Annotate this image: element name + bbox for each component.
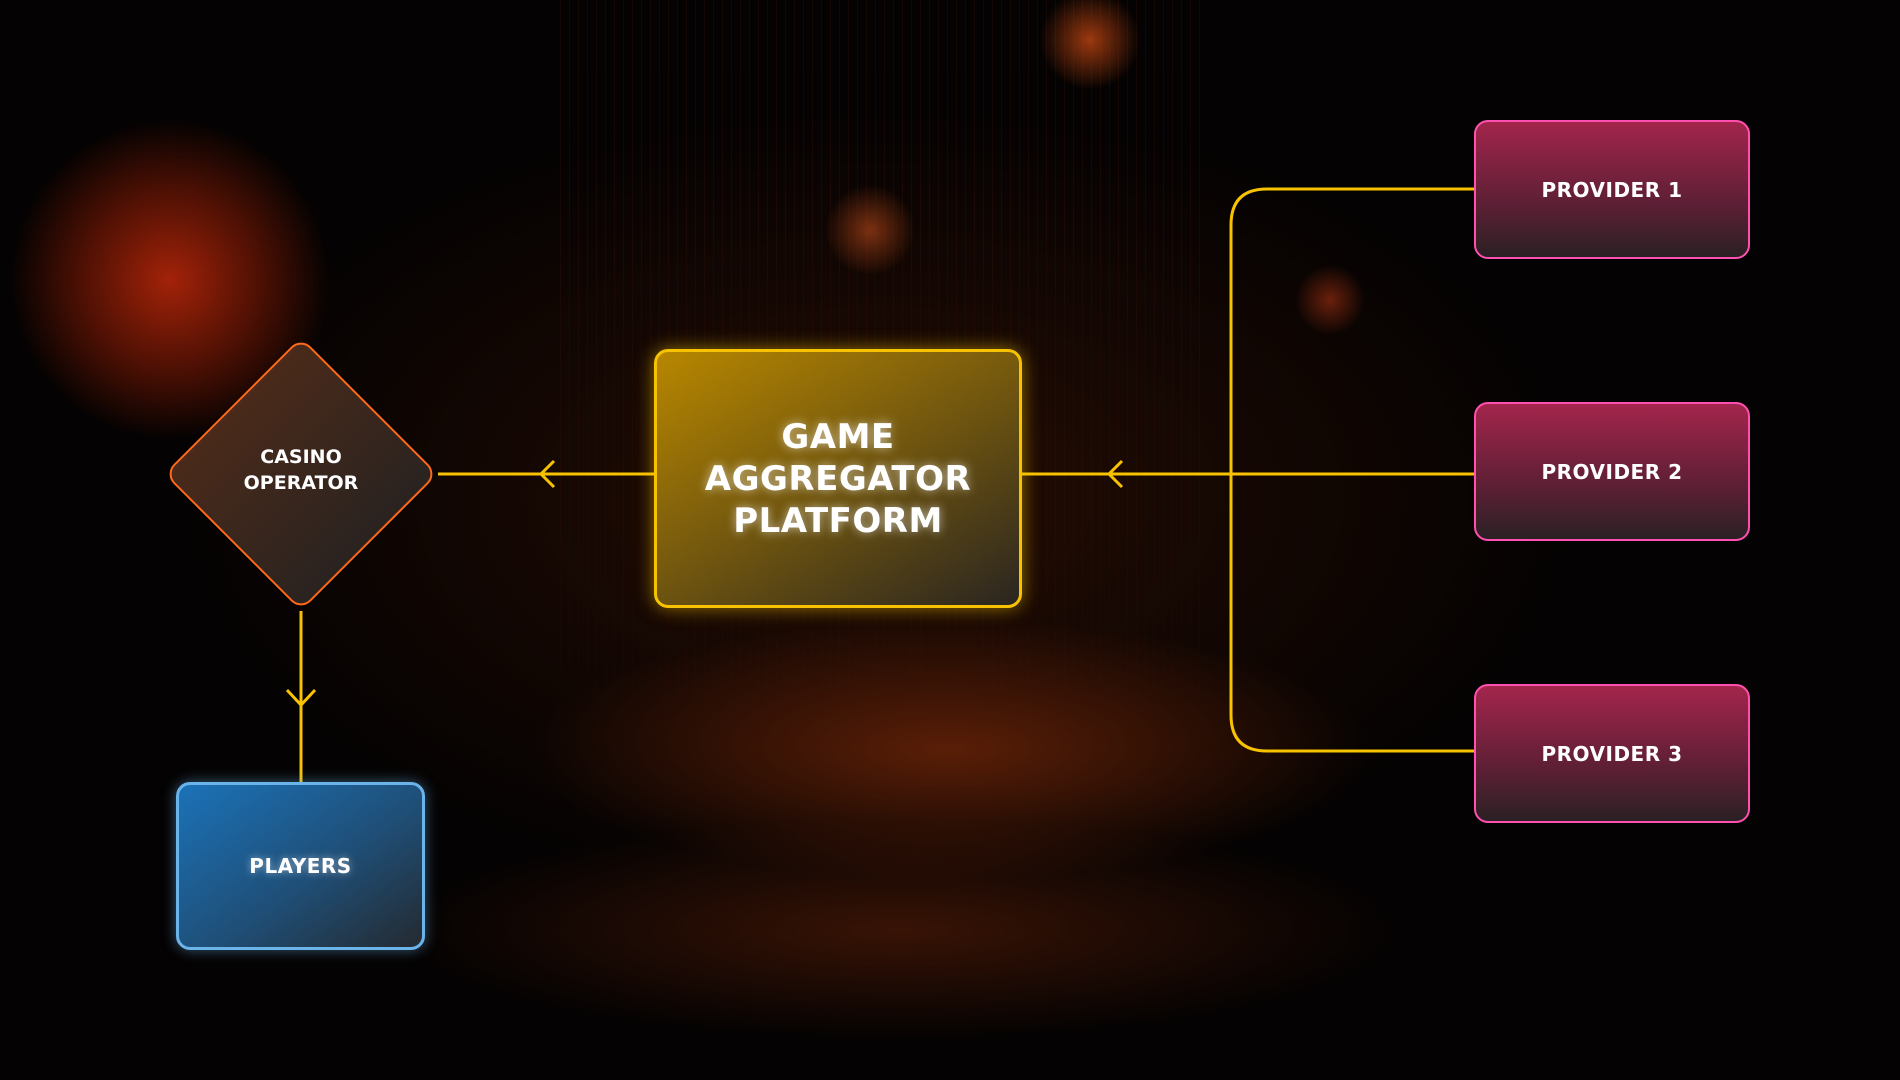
game-aggregator-platform-node: GAME AGGREGATOR PLATFORM	[654, 349, 1022, 608]
players-node: PLAYERS	[176, 782, 425, 950]
platform-label-line: PLATFORM	[733, 500, 943, 541]
provider-2-node: PROVIDER 2	[1474, 402, 1750, 541]
platform-label-line: AGGREGATOR	[704, 458, 972, 499]
provider-3-node: PROVIDER 3	[1474, 684, 1750, 823]
arrow-down-icon	[285, 688, 317, 708]
casino-operator-label: CASINO OPERATOR	[243, 446, 359, 494]
connector-provider-bracket	[1229, 187, 1474, 753]
provider-label: PROVIDER 1	[1541, 177, 1683, 202]
platform-label-line: GAME	[781, 416, 895, 457]
arrow-left-icon	[538, 459, 556, 489]
provider-label: PROVIDER 2	[1541, 459, 1683, 484]
provider-label: PROVIDER 3	[1541, 741, 1683, 766]
players-label: PLAYERS	[249, 854, 352, 878]
provider-1-node: PROVIDER 1	[1474, 120, 1750, 259]
arrow-left-icon	[1106, 459, 1124, 489]
